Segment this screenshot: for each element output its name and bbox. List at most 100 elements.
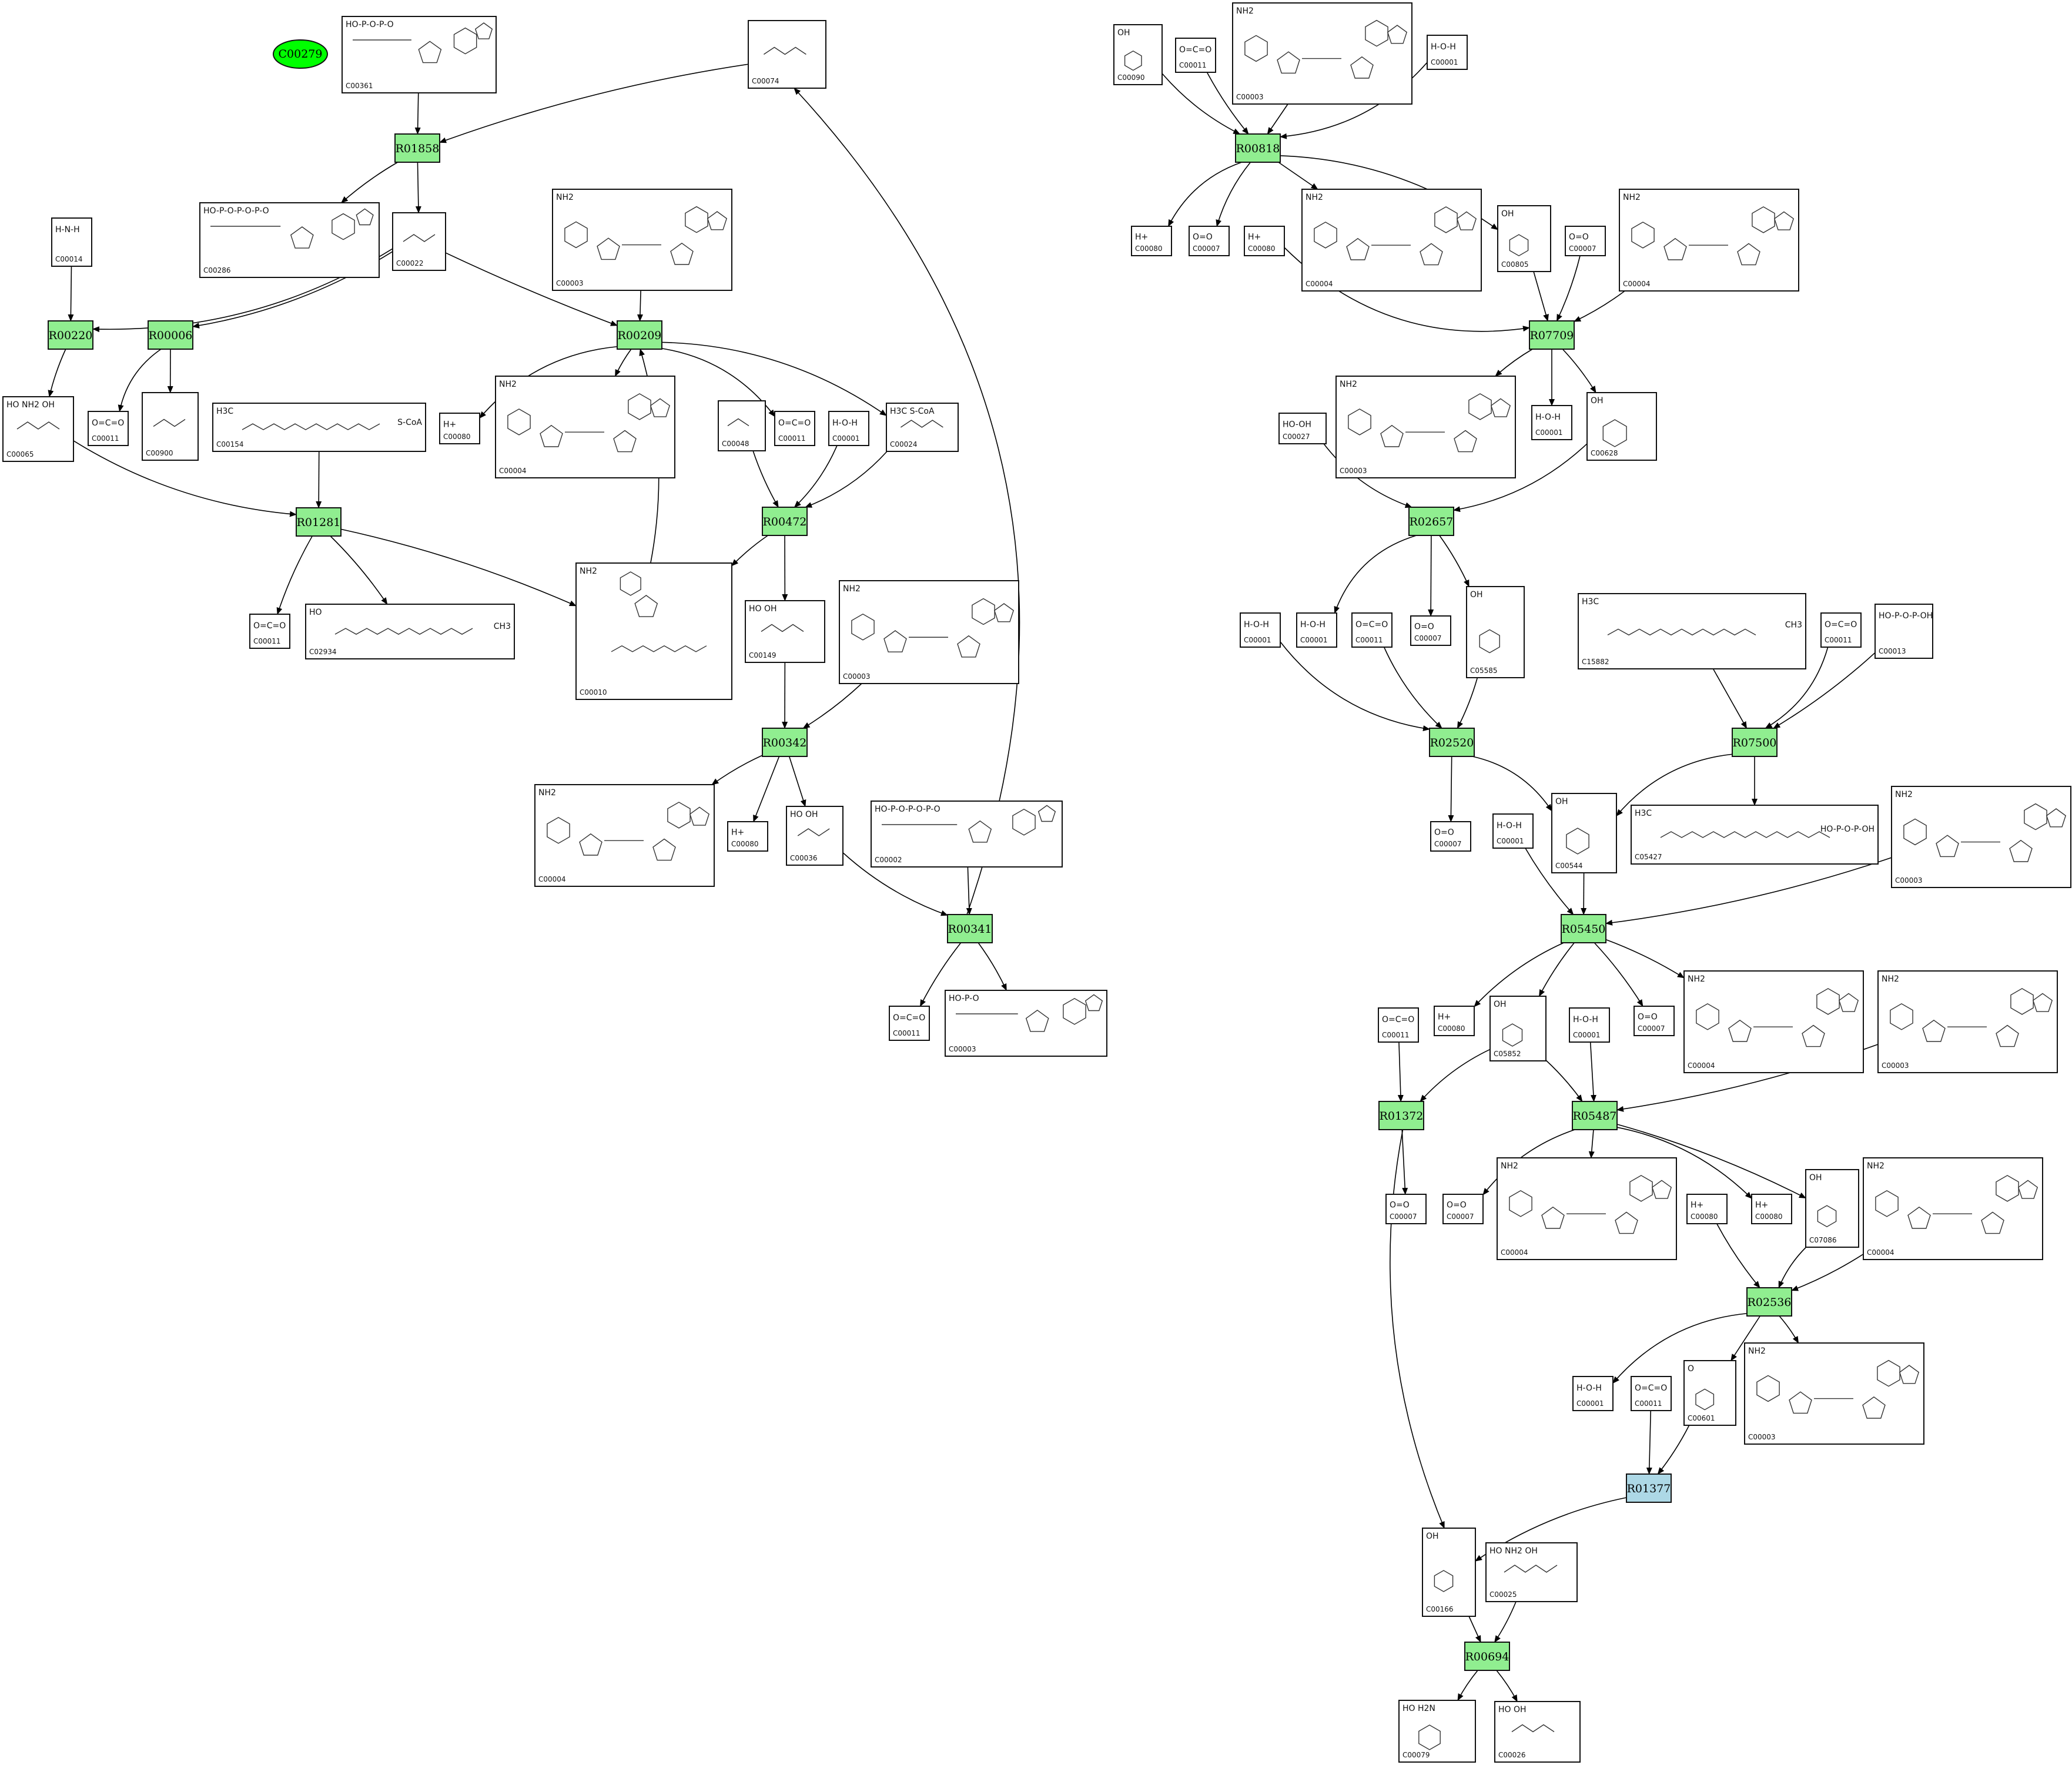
reaction-r01858[interactable]: R01858 xyxy=(394,133,440,163)
reaction-r02520[interactable]: R02520 xyxy=(1429,728,1475,757)
reaction-r05450[interactable]: R05450 xyxy=(1561,914,1606,943)
compound-c00080a[interactable]: H+C00080 xyxy=(439,413,480,444)
reaction-r01281[interactable]: R01281 xyxy=(296,507,342,537)
reaction-r00342[interactable]: R00342 xyxy=(762,728,808,757)
compound-c00022[interactable]: C00022 xyxy=(392,212,446,271)
compound-c00900[interactable]: C00900 xyxy=(142,392,199,461)
start-node[interactable]: C00279 xyxy=(273,39,328,69)
reaction-label: R00341 xyxy=(948,923,992,936)
reaction-r01377[interactable]: R01377 xyxy=(1626,1473,1672,1503)
reaction-r07500[interactable]: R07500 xyxy=(1732,728,1778,757)
reaction-r00818[interactable]: R00818 xyxy=(1235,133,1281,163)
reaction-r00220[interactable]: R00220 xyxy=(48,320,93,350)
reaction-r02657[interactable]: R02657 xyxy=(1408,507,1454,536)
compound-c00080e[interactable]: H+C00080 xyxy=(1434,1006,1475,1036)
compound-c00080b[interactable]: H+C00080 xyxy=(727,821,768,852)
compound-c00080d[interactable]: H+C00080 xyxy=(1244,226,1285,256)
ring-bond xyxy=(1566,828,1589,855)
reaction-r02536[interactable]: R02536 xyxy=(1746,1287,1792,1317)
reaction-r05487[interactable]: R05487 xyxy=(1572,1101,1618,1130)
compound-c00080g[interactable]: H+C00080 xyxy=(1751,1194,1792,1224)
reaction-r00472[interactable]: R00472 xyxy=(762,507,808,536)
compound-c00080f[interactable]: H+C00080 xyxy=(1686,1194,1728,1224)
reaction-r00341[interactable]: R00341 xyxy=(947,914,993,943)
reaction-r07709[interactable]: R07709 xyxy=(1529,320,1575,350)
compound-c00048[interactable]: C00048 xyxy=(718,400,766,451)
compound-c00080c[interactable]: H+C00080 xyxy=(1131,226,1172,256)
reaction-r00694[interactable]: R00694 xyxy=(1464,1642,1510,1671)
reaction-r01372[interactable]: R01372 xyxy=(1378,1101,1424,1130)
reaction-r00209[interactable]: R00209 xyxy=(617,320,662,350)
compound-formula: NH2 xyxy=(1623,193,1641,202)
reaction-r00006[interactable]: R00006 xyxy=(148,320,193,350)
compound-c00074[interactable]: C00074 xyxy=(748,20,826,89)
